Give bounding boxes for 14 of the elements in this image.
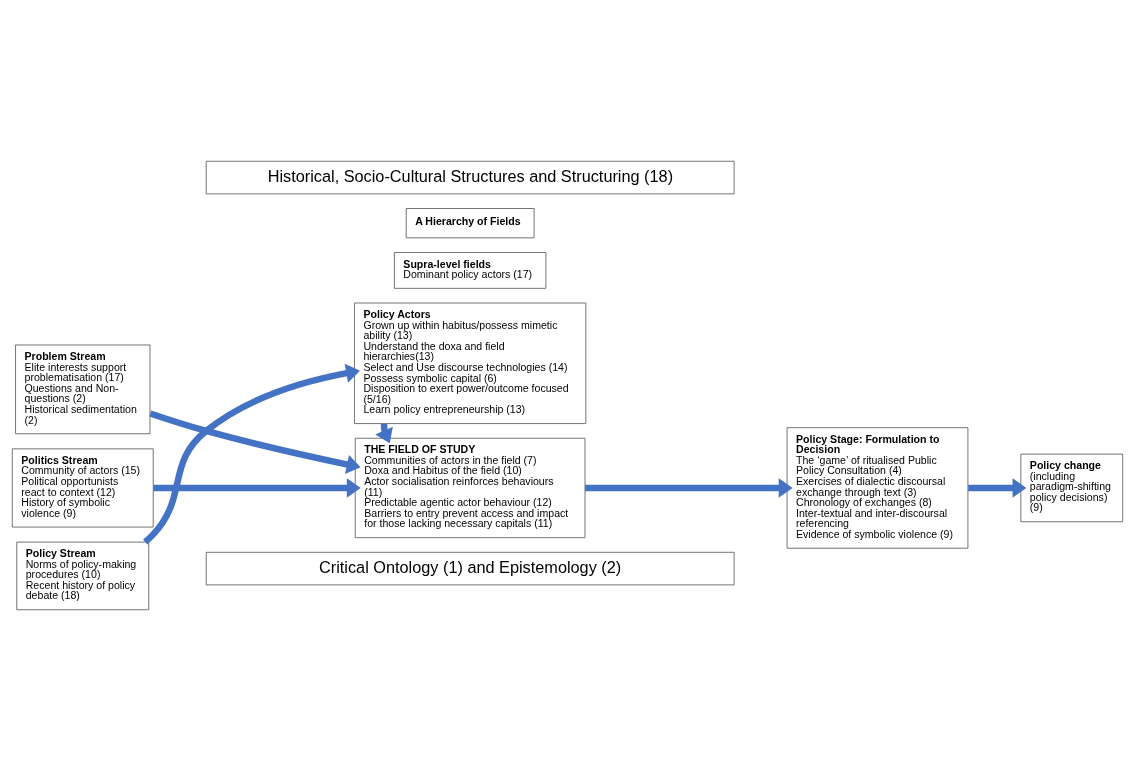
node-box: Policy change (including paradigm-shifting policy decisions) (9): [1020, 453, 1124, 523]
node-box: Supra-level fields Dominant policy actors (17): [393, 252, 547, 289]
arrow: [143, 363, 360, 545]
node-box: Policy Actors Grown up within habitus/possess mimetic ability (13) Understand the doxa and field hierarchies(13) Select and Use discourse technologies (14) Possess symbolic capital (6) Disposition to exert power/outcome focused (5/16) Learn policy entrepreneurship (13): [354, 302, 587, 424]
node-box: Policy Stream Norms of policy-making procedures (10) Recent history of policy debate (18): [16, 541, 150, 611]
arrow: [149, 410, 361, 474]
node-box: Problem Stream Elite interests support problematisation (17) Questions and Non-questions (2) Historical sedimentation (2): [15, 344, 151, 435]
arrow: [153, 478, 361, 498]
node-box: Critical Ontology (1) and Epistemology (2): [205, 551, 735, 586]
node-box: THE FIELD OF STUDY Communities of actors in the field (7) Doxa and Habitus of the field (10) Actor socialisation reinforces behaviours (11) Predictable agentic actor behaviour (12) Barriers to entry prevent access and impact for those lacking necessary capitals (11): [354, 437, 586, 539]
node-box: Politics Stream Community of actors (15) Political opportunists react to context (12) History of symbolic violence (9): [11, 448, 154, 528]
node-box: A Hierarchy of Fields: [405, 208, 535, 239]
node-box: Historical, Socio-Cultural Structures and Structuring (18): [205, 160, 735, 195]
node-box: Policy Stage: Formulation to Decision The ‘game’ of ritualised Public Policy Consultation (4) Exercises of dialectic discoursal exchange through text (3) Chronology of exchanges (8) Inter-textual and inter-discoursal referencing Evidence of symbolic violence (9): [786, 427, 969, 549]
